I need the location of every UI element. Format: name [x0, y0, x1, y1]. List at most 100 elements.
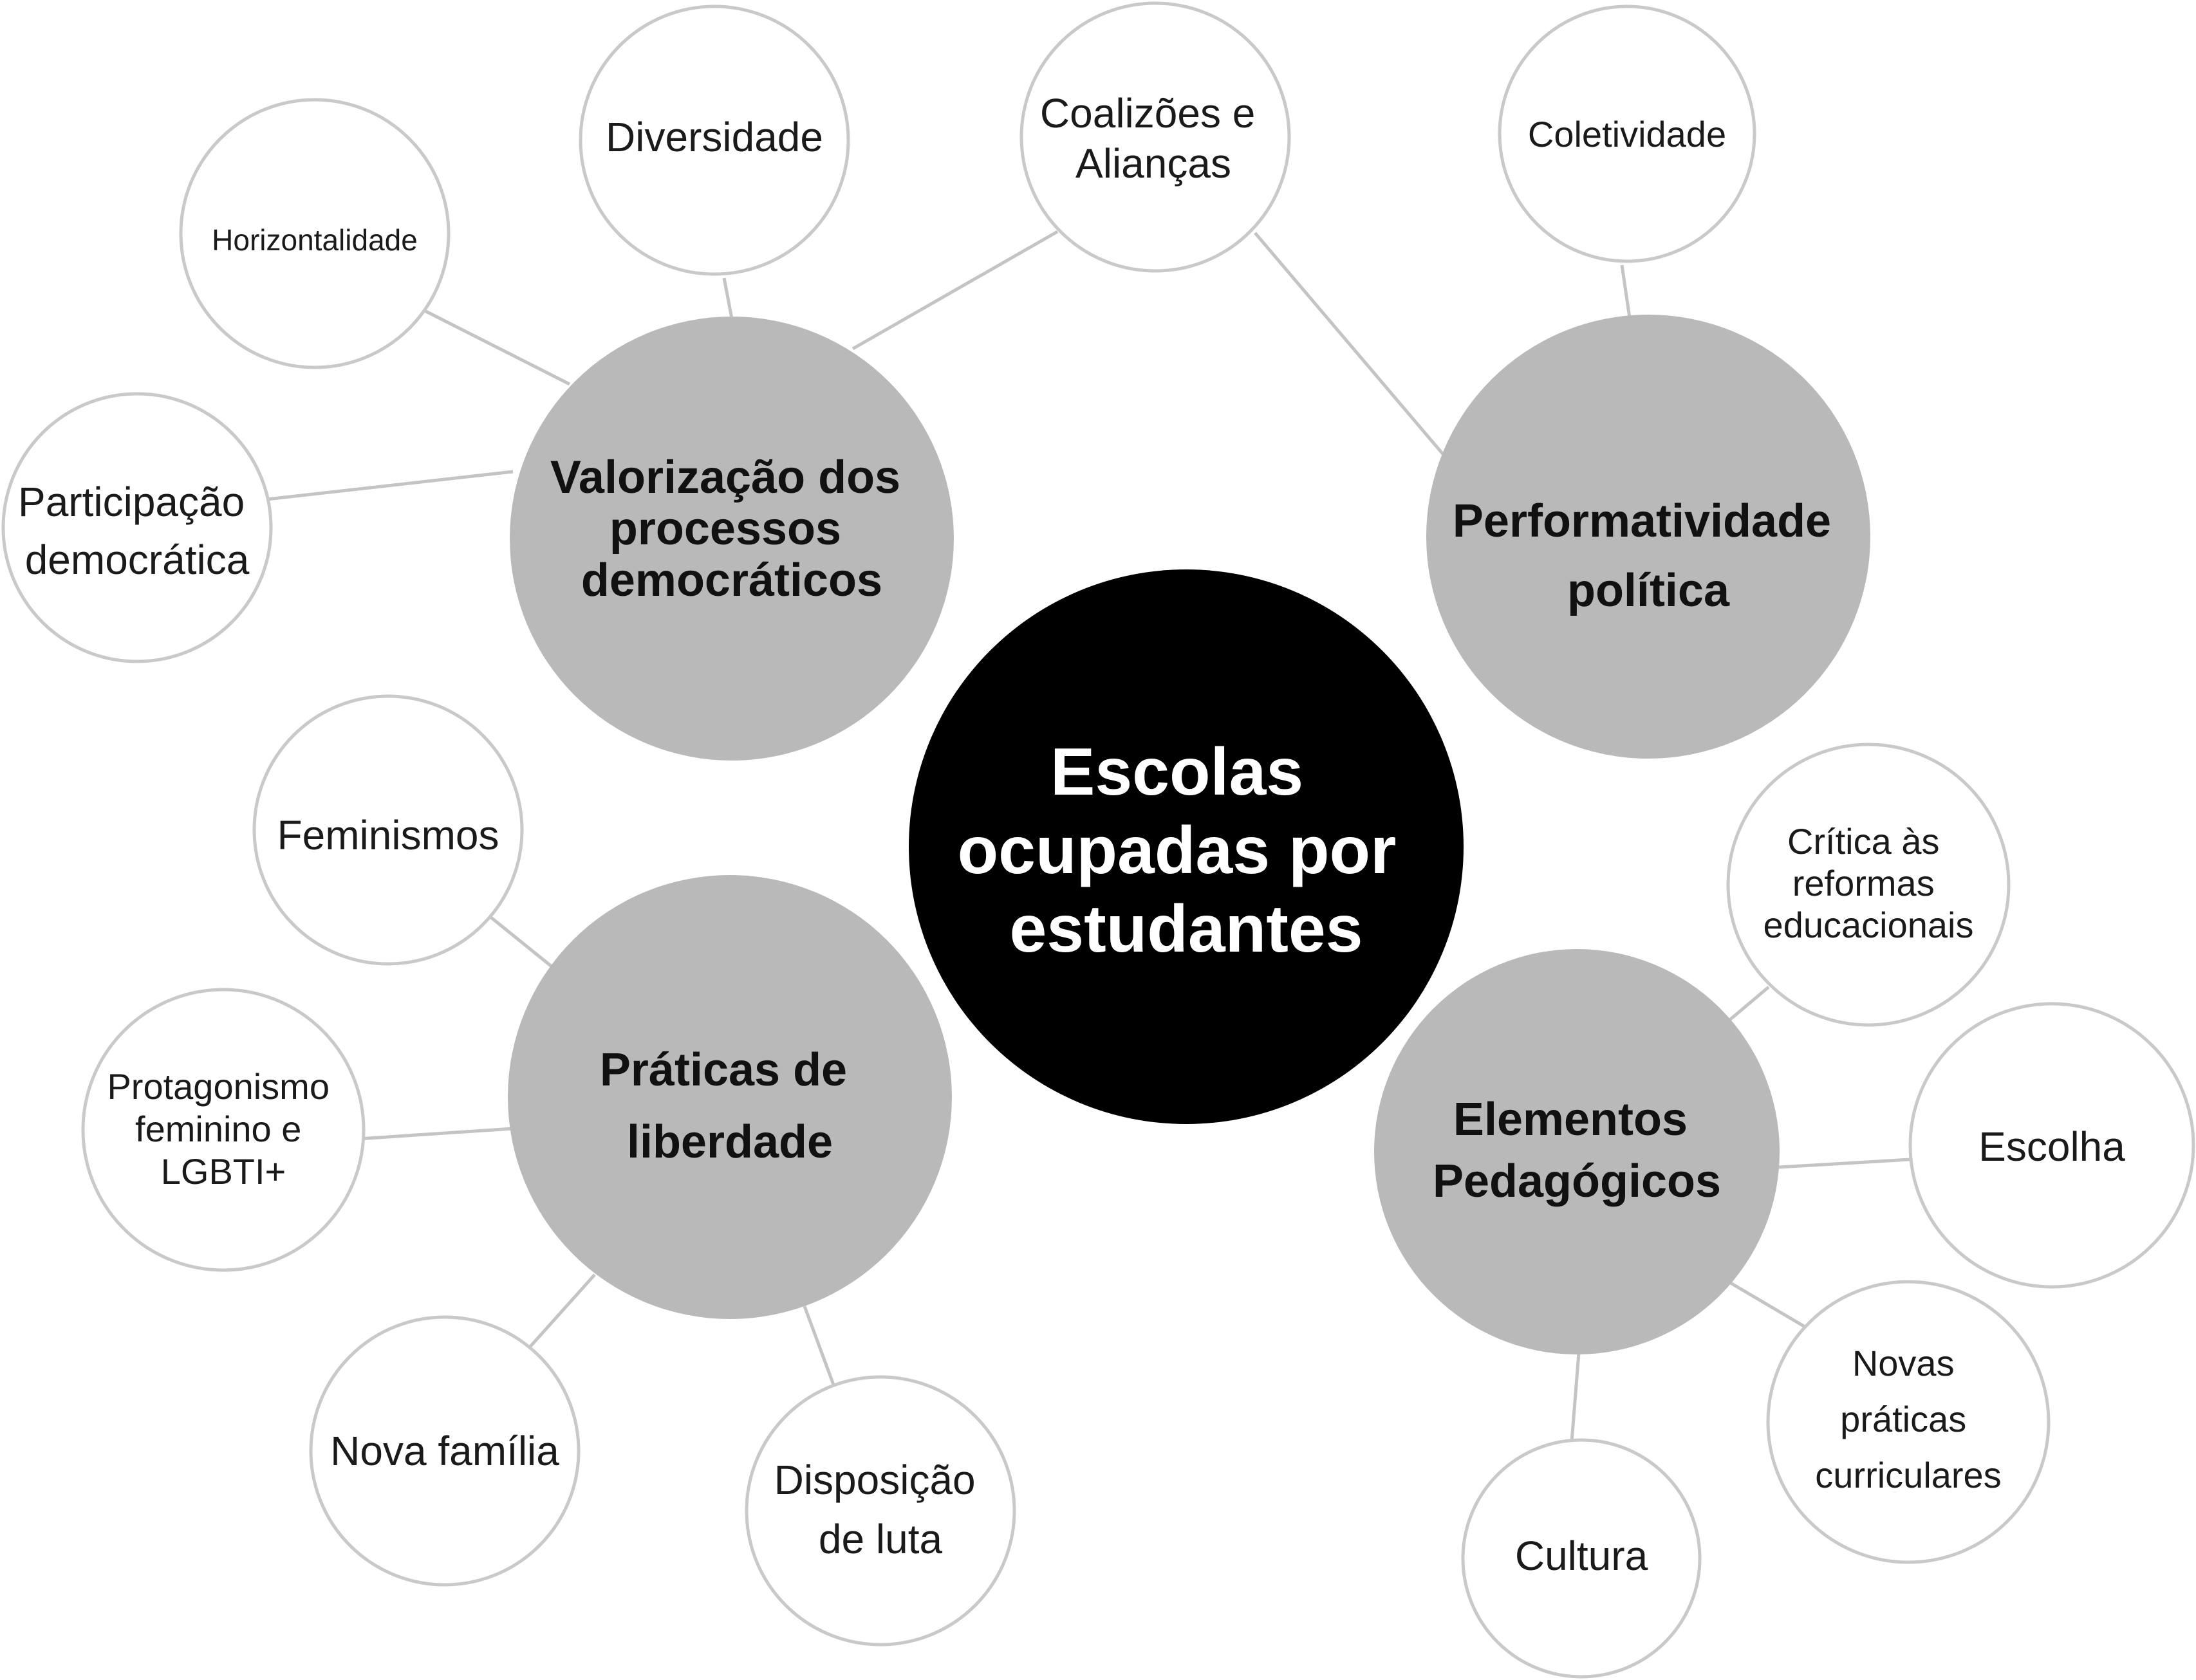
edge-valorizacao-participacao — [266, 470, 514, 501]
leaf-circle — [579, 5, 850, 276]
hub-label: Valorização dos processos democráticos — [550, 452, 913, 606]
hub-circle — [510, 317, 954, 761]
leaf-label: Protagonismo feminino e LGBTI+ — [107, 1066, 339, 1192]
leaf-label: Coletividade — [1528, 114, 1726, 154]
edge-praticas-feminismos — [490, 916, 553, 968]
leaf-feminismos: Feminismos — [252, 694, 524, 966]
hub-elementos: Elementos Pedagógicos — [1374, 949, 1780, 1354]
edge-elementos-cultura — [1570, 1352, 1581, 1443]
leaf-label: Participação democrática — [18, 479, 256, 583]
leaf-label: Disposição de luta — [774, 1457, 987, 1562]
leaf-line: Novas — [1852, 1343, 1955, 1383]
leaf-label: Nova família — [330, 1428, 559, 1474]
leaf-nova-familia: Nova família — [309, 1315, 581, 1587]
hub-line: Elementos — [1453, 1094, 1688, 1145]
center-line: Escolas — [1050, 735, 1303, 809]
leaf-circle — [309, 1315, 581, 1587]
leaf-line: Participação — [18, 479, 245, 525]
leaf-label: Crítica às reformas educacionais — [1763, 821, 1974, 945]
leaf-line: Protagonismo — [107, 1066, 330, 1107]
leaf-line: Disposição — [774, 1457, 976, 1503]
hub-circle — [1374, 949, 1780, 1354]
leaf-critica: Crítica às reformas educacionais — [1726, 743, 2011, 1027]
leaf-circle — [1726, 743, 2011, 1027]
edge-praticas-disposicao — [803, 1306, 835, 1385]
leaf-line: Nova família — [330, 1428, 559, 1474]
leaf-circle — [1461, 1438, 1702, 1679]
leaf-circle — [745, 1375, 1016, 1647]
center-line: estudantes — [1009, 892, 1363, 966]
leaf-circle — [1766, 1280, 2051, 1564]
leaf-line: feminino e — [135, 1109, 301, 1149]
leaf-line: democrática — [25, 537, 250, 583]
hub-valorizacao: Valorização dos processos democráticos — [510, 317, 954, 761]
leaf-line: Cultura — [1515, 1533, 1648, 1579]
leaf-line: de luta — [819, 1516, 943, 1562]
leaf-diversidade: Diversidade — [579, 5, 850, 276]
center-label: Escolas ocupadas por estudantes — [958, 735, 1415, 966]
center-line: ocupadas por — [958, 813, 1397, 888]
leaf-label: Escolha — [1978, 1123, 2125, 1170]
hub-label: Práticas de liberdade — [600, 1044, 860, 1168]
leaf-line: Escolha — [1978, 1123, 2125, 1170]
leaf-label: Coalizões e Alianças — [1040, 90, 1267, 187]
leaf-line: educacionais — [1763, 905, 1974, 945]
leaf-line: Horizontalidade — [212, 223, 418, 257]
hub-line: Performatividade — [1453, 495, 1831, 547]
hub-circle — [508, 875, 952, 1319]
leaf-horizontalidade: Horizontalidade — [179, 98, 451, 369]
leaf-line: curriculares — [1815, 1455, 2001, 1495]
edge-elementos-novas-praticas — [1729, 1281, 1807, 1329]
hub-performatividade: Performatividade política — [1426, 315, 1870, 759]
leaf-label: Feminismos — [277, 812, 499, 858]
leaf-line: Diversidade — [606, 114, 823, 160]
leaf-label: Horizontalidade — [212, 223, 418, 257]
leaf-line: LGBTI+ — [161, 1151, 286, 1192]
leaf-circle — [1019, 1, 1291, 273]
hub-line: Pedagógicos — [1433, 1156, 1721, 1207]
leaf-label: Diversidade — [606, 114, 823, 160]
leaf-circle — [81, 988, 366, 1272]
leaf-cultura: Cultura — [1461, 1438, 1702, 1679]
hub-line: democráticos — [581, 555, 882, 606]
leaf-label: Cultura — [1515, 1533, 1648, 1579]
leaf-novas-praticas: Novas práticas curriculares — [1766, 1280, 2051, 1564]
edge-valorizacao-coalizoes — [851, 230, 1059, 351]
leaf-circle — [179, 98, 451, 369]
leaf-line: práticas — [1840, 1399, 1966, 1439]
leaf-line: Alianças — [1075, 140, 1231, 187]
edge-elementos-escolha — [1778, 1158, 1911, 1169]
leaf-line: Feminismos — [277, 812, 499, 858]
connectors — [266, 230, 1911, 1443]
hub-line: Práticas de — [600, 1044, 847, 1096]
leaf-circle — [1908, 1002, 2195, 1289]
hub-line: política — [1567, 565, 1730, 616]
leaf-circle — [252, 694, 524, 966]
edge-elementos-critica — [1726, 986, 1770, 1023]
leaf-line: Crítica às — [1787, 821, 1940, 862]
leaf-line: reformas — [1792, 863, 1935, 903]
edge-praticas-nova-familia — [527, 1273, 596, 1350]
leaf-coalizoes: Coalizões e Alianças — [1019, 1, 1291, 273]
center-node: Escolas ocupadas por estudantes — [909, 569, 1464, 1124]
edge-performatividade-coletividade — [1620, 264, 1632, 318]
leaf-line: Coletividade — [1528, 114, 1726, 154]
center-circle — [909, 569, 1464, 1124]
hub-line: liberdade — [627, 1116, 833, 1168]
edge-coalizoes-performatividade — [1254, 232, 1445, 456]
edge-valorizacao-horizontalidade — [423, 309, 571, 386]
leaf-circle — [1498, 5, 1756, 263]
leaf-protagonismo: Protagonismo feminino e LGBTI+ — [81, 988, 366, 1272]
leaf-coletividade: Coletividade — [1498, 5, 1756, 263]
leaf-line: Coalizões e — [1040, 90, 1255, 136]
leaf-disposicao: Disposição de luta — [745, 1375, 1016, 1647]
leaf-circle — [1, 392, 273, 663]
leaf-escolha: Escolha — [1908, 1002, 2195, 1289]
hub-line: processos — [609, 503, 841, 555]
leaf-participacao: Participação democrática — [1, 392, 273, 663]
hub-praticas: Práticas de liberdade — [508, 875, 952, 1319]
hub-label: Elementos Pedagógicos — [1433, 1094, 1721, 1207]
hub-label: Performatividade política — [1453, 495, 1844, 616]
edge-valorizacao-diversidade — [722, 277, 734, 319]
